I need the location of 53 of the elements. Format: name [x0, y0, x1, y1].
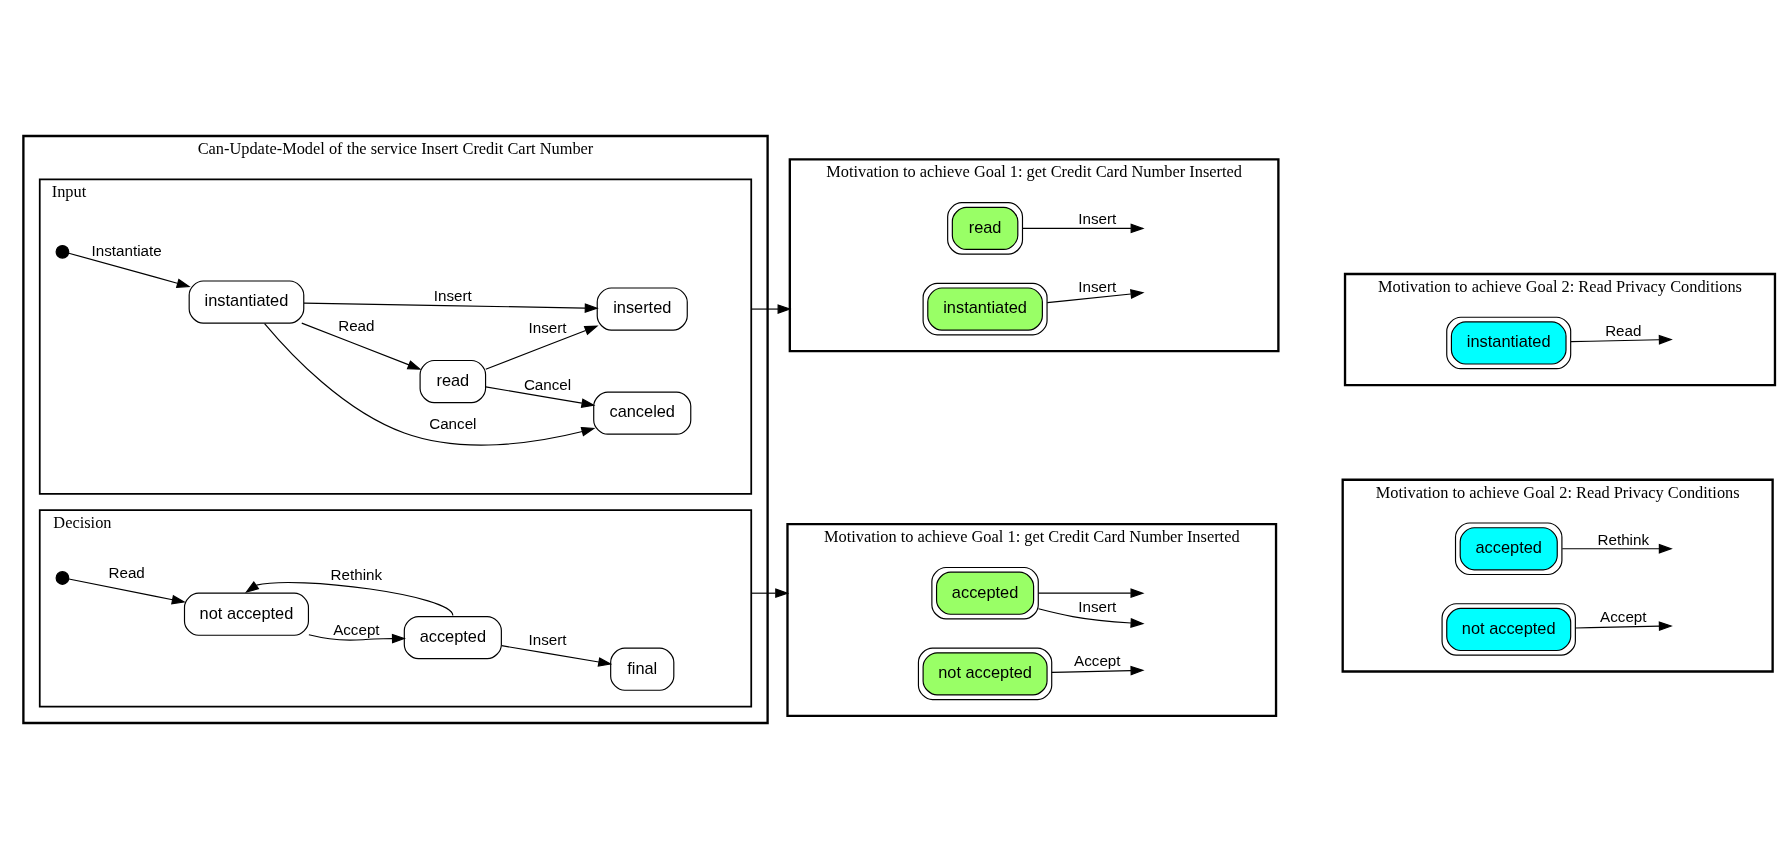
edge-label: Instantiate: [91, 241, 162, 259]
edge-label: Insert: [1078, 277, 1117, 295]
arrow: [485, 385, 596, 408]
edge-label: Read: [1605, 321, 1642, 339]
node-box: read: [419, 359, 487, 403]
node-box: canceled: [593, 391, 692, 435]
edge-label: Accept: [333, 620, 380, 638]
node-box: inserted: [596, 286, 688, 331]
node-box: accepted: [1454, 521, 1563, 575]
node-box: not accepted: [917, 647, 1053, 700]
node-box: read: [947, 201, 1024, 255]
arrow: [308, 633, 406, 644]
node-box: instantiated: [1446, 316, 1572, 369]
node-box: instantiated: [188, 279, 305, 324]
node-box: final: [610, 647, 675, 691]
edge-label: Insert: [433, 286, 472, 304]
arrow: [1037, 587, 1145, 598]
arrow: [1022, 223, 1145, 233]
edge-label: Rethink: [330, 565, 383, 583]
arrow: [1046, 288, 1145, 303]
node-box: not accepted: [183, 592, 310, 636]
arrow: [501, 644, 613, 667]
arrow: [303, 301, 599, 313]
arrow: [750, 587, 790, 598]
edge-label: Read: [338, 316, 375, 334]
edge-label: Cancel: [429, 414, 477, 432]
edge-label: Insert: [528, 318, 567, 336]
edge-label: Insert: [1078, 209, 1117, 227]
node-box: accepted: [931, 566, 1039, 619]
arrow: [264, 322, 596, 446]
node-box: instantiated: [922, 282, 1048, 335]
node-circle: [55, 570, 70, 585]
arrow: [68, 252, 191, 288]
arrow: [1037, 607, 1145, 628]
edge-label: Cancel: [523, 375, 572, 393]
node-box: not accepted: [1441, 602, 1576, 656]
edge-label: Read: [108, 563, 145, 581]
edge-label: Insert: [528, 630, 567, 648]
arrow: [301, 322, 422, 370]
node-circle: [55, 244, 70, 259]
arrow: [1574, 620, 1673, 631]
node-box: accepted: [403, 615, 502, 659]
arrow: [245, 580, 454, 616]
edge-label: Accept: [1074, 651, 1121, 669]
arrow: [68, 577, 186, 604]
arrow: [485, 325, 599, 370]
edge-label: Accept: [1600, 607, 1647, 625]
arrow: [1051, 665, 1145, 676]
arrow: [750, 303, 792, 314]
arrow: [1561, 543, 1673, 554]
edge-label: Rethink: [1597, 530, 1650, 548]
arrow: [1570, 334, 1673, 345]
edge-label: Insert: [1078, 597, 1117, 615]
